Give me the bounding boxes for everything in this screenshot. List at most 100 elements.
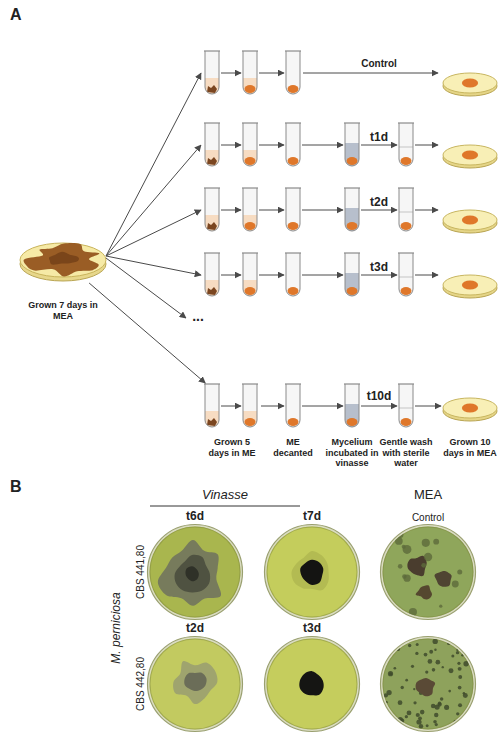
culture-tubes: Grown 5 days in ME xyxy=(203,383,261,429)
mould-spot xyxy=(420,710,425,715)
plate-rim xyxy=(148,525,243,620)
petri-dish xyxy=(443,210,497,233)
protocol-scheme xyxy=(106,51,497,318)
mycelium-pellet xyxy=(245,85,256,93)
fungal-colony xyxy=(416,678,436,696)
process-arrow xyxy=(303,73,438,74)
time-label: t10d xyxy=(367,390,392,403)
test-tube xyxy=(242,188,258,231)
tube-glass xyxy=(399,188,413,231)
mould-spot xyxy=(405,715,408,718)
mould-spot xyxy=(400,718,405,723)
tube-rim xyxy=(398,187,414,188)
tube-outline xyxy=(205,51,219,94)
dish-agar xyxy=(443,145,497,165)
mould-spot xyxy=(388,671,393,676)
mould-spot xyxy=(434,649,436,651)
mould-spot xyxy=(384,636,389,641)
tube-glass xyxy=(399,123,413,166)
mycelium-pellet xyxy=(288,418,299,426)
mould-spot xyxy=(400,686,403,689)
tube-rim xyxy=(242,252,258,253)
tube-liquid xyxy=(345,273,359,296)
colony-centre xyxy=(185,566,198,581)
tube-rim xyxy=(398,122,414,123)
petri-dish xyxy=(443,398,497,421)
plate-content xyxy=(381,636,474,730)
mould-spot xyxy=(395,537,403,545)
process-arrow xyxy=(221,406,241,407)
test-tube xyxy=(204,253,220,296)
mould-spot xyxy=(459,606,464,611)
mould-spot xyxy=(467,656,472,661)
mould-spot xyxy=(413,688,415,690)
tube-glass xyxy=(345,253,359,296)
mould-spot xyxy=(457,662,460,665)
step-caption: Gentle wash with sterile water xyxy=(378,437,434,469)
mould-spot xyxy=(458,686,462,690)
tube-glass xyxy=(286,253,300,296)
petri-plate-photo xyxy=(148,637,243,732)
treatment-row xyxy=(204,51,497,96)
inoculum-plug xyxy=(300,560,323,585)
node-shape xyxy=(343,383,361,429)
tube-rim xyxy=(285,187,301,188)
mycelium-pellet xyxy=(288,287,299,295)
mould-spot xyxy=(413,701,416,704)
test-tube xyxy=(285,253,301,296)
test-tube xyxy=(285,123,301,166)
tube-outline xyxy=(243,123,257,166)
mycelium-pellet xyxy=(347,157,358,165)
mycelium-pellet xyxy=(347,287,358,295)
test-tube xyxy=(242,51,258,94)
tube-glass xyxy=(205,51,219,94)
mycelium-pellet xyxy=(245,287,256,295)
mycelium-pellet xyxy=(245,418,256,426)
process-arrow xyxy=(415,275,438,276)
mould-spot xyxy=(449,668,454,673)
plate-rim xyxy=(381,525,476,620)
tube-liquid xyxy=(345,404,359,427)
time-label: t2d xyxy=(186,622,204,635)
mycelium-pellet xyxy=(401,222,412,230)
mould-spot xyxy=(429,650,433,654)
tube-outline xyxy=(399,253,413,296)
petri-dish xyxy=(443,275,497,298)
mycelium-pellet xyxy=(288,157,299,165)
node-shape xyxy=(203,383,261,429)
agar xyxy=(382,526,474,618)
mycelium-plug xyxy=(207,418,217,426)
fungal-colony xyxy=(24,243,100,277)
step-caption: Grown 7 days in MEA xyxy=(28,300,98,321)
mould-spot xyxy=(424,553,432,561)
test-tube xyxy=(285,384,301,427)
tube-rim xyxy=(398,383,414,384)
tube-rim xyxy=(285,383,301,384)
plate-content xyxy=(149,638,241,730)
mould-spot xyxy=(402,574,406,578)
tube-outline xyxy=(399,188,413,231)
mould-spot xyxy=(426,724,429,727)
mould-spot xyxy=(463,661,468,666)
process-arrow xyxy=(302,275,343,276)
mould-spot xyxy=(424,653,428,657)
mould-spot xyxy=(444,705,449,710)
dish-agar xyxy=(20,243,106,277)
mould-spot xyxy=(458,675,462,679)
mould-spot xyxy=(386,600,392,606)
mould-spot xyxy=(457,570,462,575)
mould-spot xyxy=(402,545,406,549)
inoculum-plug xyxy=(299,671,323,695)
mycelium-pellet xyxy=(401,157,412,165)
test-tube xyxy=(398,384,414,427)
fungal-colony xyxy=(173,661,217,704)
mould-spot xyxy=(456,712,459,715)
mould-spot xyxy=(454,720,457,723)
process-arrow xyxy=(302,145,343,146)
mould-spot xyxy=(419,724,423,728)
agar xyxy=(266,638,358,730)
step-caption: ME decanted xyxy=(271,437,315,458)
tube-glass xyxy=(286,51,300,94)
plate-content xyxy=(149,526,241,618)
